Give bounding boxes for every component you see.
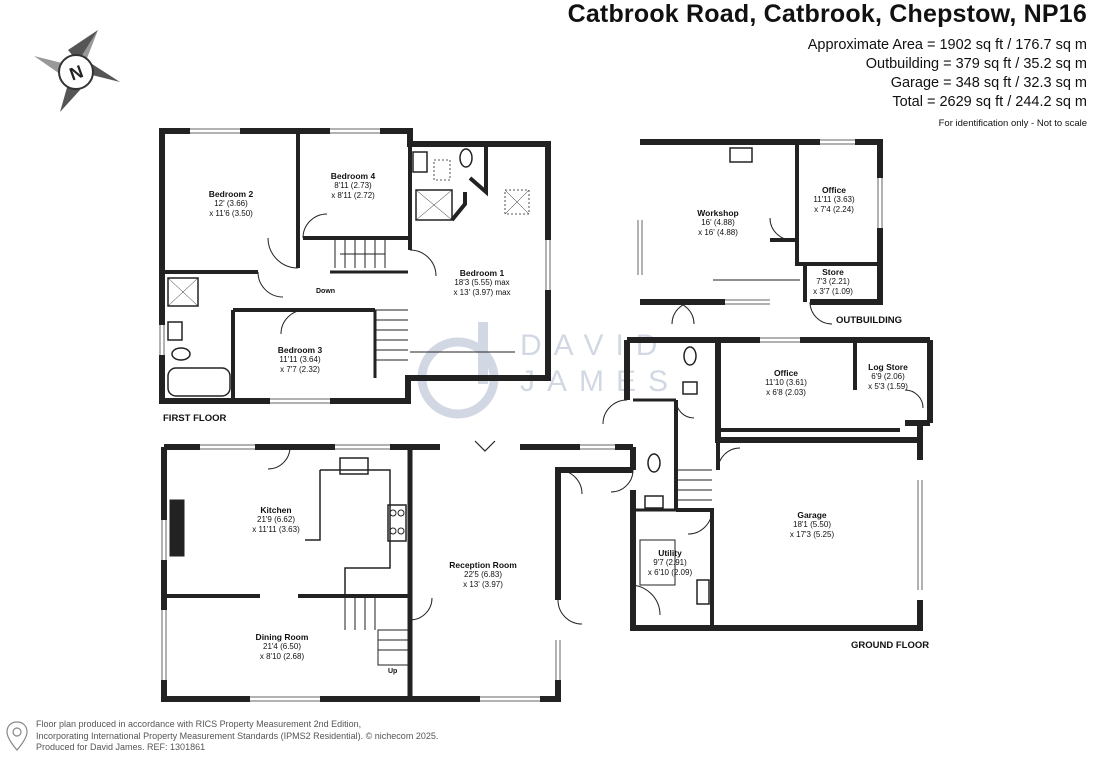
map-pin-icon: [6, 721, 28, 751]
room-name: Bedroom 3: [277, 345, 323, 355]
floor-label-ground: GROUND FLOOR: [851, 640, 930, 651]
room-dim: x 11'6 (3.50): [209, 209, 253, 218]
area-total: Total = 2629 sq ft / 244.2 sq m: [892, 94, 1087, 110]
scale-note: For identification only - Not to scale: [938, 118, 1087, 129]
room-name: Workshop: [697, 208, 739, 218]
room-dim: x 7'7 (2.32): [280, 365, 320, 374]
room-name: Bedroom 2: [208, 189, 254, 199]
room-name: Log Store: [868, 362, 908, 372]
room-dim: 16' (4.88): [701, 218, 735, 227]
room-dim: 9'7 (2.91): [653, 558, 687, 567]
room-dim: x 3'7 (1.09): [813, 287, 853, 296]
footer-disclaimer: Floor plan produced in accordance with R…: [36, 719, 438, 754]
room-name: Bedroom 1: [459, 268, 505, 278]
room-dim: 11'11 (3.63): [813, 195, 855, 204]
room-dim: x 13' (3.97) max: [453, 288, 511, 297]
address-title: Catbrook Road, Catbrook, Chepstow, NP16: [567, 0, 1087, 28]
room-name: Store: [822, 267, 844, 277]
ground-floor-plan: [161, 337, 933, 702]
room-name: Bedroom 4: [330, 171, 376, 181]
footer-line: Floor plan produced in accordance with R…: [36, 719, 362, 729]
room-dim: x 8'11 (2.72): [331, 191, 375, 200]
room-dim: x 6'10 (2.09): [647, 568, 693, 577]
room-name: Reception Room: [449, 560, 517, 570]
watermark-line2: JAMES: [520, 365, 680, 398]
room-dim: x 6'8 (2.03): [766, 388, 806, 397]
room-dim: 18'3 (5.55) max: [454, 278, 510, 287]
room-dim: 22'5 (6.83): [464, 570, 502, 579]
watermark-line1: DAVID: [520, 329, 669, 362]
area-outbuilding: Outbuilding = 379 sq ft / 35.2 sq m: [865, 56, 1087, 72]
room-dim: 11'11 (3.64): [279, 355, 321, 364]
room-dim: x 5'3 (1.59): [868, 382, 908, 391]
room-dim: 11'10 (3.61): [765, 378, 807, 387]
stairs-down-label: Down: [316, 288, 336, 295]
room-dim: x 16' (4.88): [698, 228, 738, 237]
watermark-logo: DAVID JAMES: [417, 322, 680, 419]
room-name: Office: [821, 185, 847, 195]
compass-letter: N: [67, 61, 86, 84]
room-dim: 6'9 (2.06): [871, 372, 905, 381]
room-dim: 12' (3.66): [214, 199, 248, 208]
footer-line: Produced for David James. REF: 1301861: [36, 742, 206, 752]
room-dim: x 7'4 (2.24): [814, 205, 854, 214]
room-name: Garage: [797, 510, 827, 520]
room-name: Kitchen: [260, 505, 292, 515]
room-name: Office: [773, 368, 799, 378]
room-name: Utility: [658, 548, 682, 558]
footer-line: Incorporating International Property Mea…: [36, 730, 439, 741]
area-garage: Garage = 348 sq ft / 32.3 sq m: [890, 75, 1087, 91]
outbuilding-plan: [637, 139, 883, 325]
room-dim: x 8'10 (2.68): [259, 652, 305, 661]
room-name: Dining Room: [255, 632, 309, 642]
room-dim: 21'4 (6.50): [262, 642, 301, 651]
room-dim: 8'11 (2.73): [334, 181, 372, 190]
room-dim: x 11'11 (3.63): [252, 525, 300, 534]
compass-icon: N: [34, 30, 120, 112]
room-dim: 18'1 (5.50): [793, 520, 831, 529]
room-dim: 21'9 (6.62): [256, 515, 295, 524]
room-dim: x 17'3 (5.25): [789, 530, 835, 539]
stairs-up-label: Up: [388, 668, 398, 675]
floor-label-first: FIRST FLOOR: [163, 413, 227, 424]
floor-label-outbuilding: OUTBUILDING: [836, 315, 902, 326]
first-floor-plan: [159, 128, 551, 404]
room-dim: x 13' (3.97): [463, 580, 503, 589]
room-dim: 7'3 (2.21): [816, 277, 850, 286]
area-approx: Approximate Area = 1902 sq ft / 176.7 sq…: [807, 37, 1087, 53]
